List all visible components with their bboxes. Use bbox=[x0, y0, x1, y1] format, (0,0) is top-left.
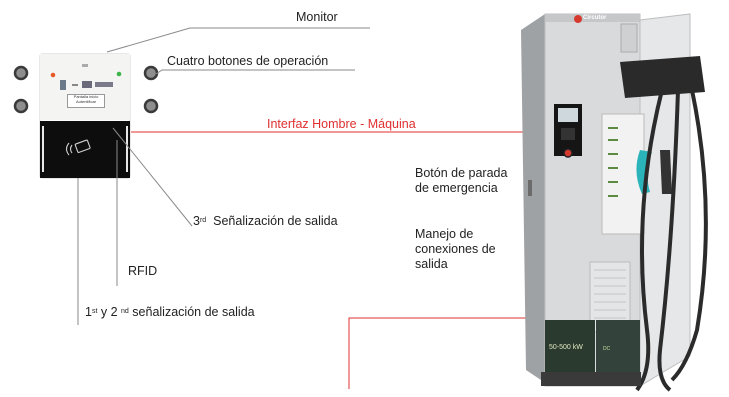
charger-cabinet bbox=[521, 13, 708, 392]
label-third-text: Señalización de salida bbox=[213, 214, 338, 228]
label-second-sup: nd bbox=[121, 308, 129, 315]
screen-charger-icon bbox=[60, 80, 66, 90]
label-third-sup: rd bbox=[199, 217, 207, 224]
leader-lines bbox=[77, 27, 658, 325]
hmi-panel-closeup bbox=[39, 53, 131, 179]
cable-arm bbox=[620, 56, 705, 98]
label-third-num: 3 bbox=[193, 214, 200, 228]
label-output-handling: Manejo de conexiones de salida bbox=[415, 227, 496, 271]
label-monitor: Monitor bbox=[296, 10, 338, 24]
leader-buttons bbox=[155, 69, 355, 75]
label-first-num: 1 bbox=[85, 305, 92, 319]
leader-third-signal bbox=[112, 127, 193, 227]
screen-status-green-icon bbox=[116, 71, 122, 77]
brand-name: Circutor bbox=[583, 15, 607, 21]
operation-button-bottom-right bbox=[143, 98, 159, 114]
cabinet-label-strip bbox=[545, 320, 595, 372]
charging-cables bbox=[635, 89, 708, 392]
label-third-signal: 3rd Señalización de salida bbox=[193, 214, 338, 229]
label-hmi: Interfaz Hombre - Máquina bbox=[267, 117, 416, 131]
label-operation-buttons: Cuatro botones de operación bbox=[167, 54, 329, 68]
led-strip-left bbox=[42, 126, 44, 172]
operation-button-bottom-left bbox=[13, 98, 29, 114]
power-rating: 50-500 kW bbox=[549, 344, 583, 351]
label-first-sup: st bbox=[91, 308, 98, 315]
leader-monitor bbox=[106, 27, 370, 53]
brand-logo-icon bbox=[574, 15, 582, 23]
screen-status-red-icon bbox=[50, 72, 56, 78]
operation-button-top-left bbox=[13, 65, 29, 81]
label-emergency-stop: Botón de parada de emergencia bbox=[415, 166, 508, 195]
chademo-connector-icon bbox=[660, 150, 672, 194]
model-badge: DC bbox=[603, 346, 611, 352]
label-first-second-signal: 1st y 2 nd señalización de salida bbox=[85, 305, 255, 320]
label-first-mid: y 2 bbox=[97, 305, 122, 319]
rfid-icon bbox=[65, 139, 91, 156]
emergency-stop-icon bbox=[563, 148, 573, 158]
hmi-screen-message: Pantalla inicio Autentificar bbox=[67, 94, 105, 108]
label-rfid: RFID bbox=[128, 264, 158, 278]
screen-car-icon bbox=[82, 81, 92, 88]
label-first-text: señalización de salida bbox=[128, 305, 255, 319]
operation-button-top-right bbox=[143, 65, 159, 81]
led-strip-right bbox=[126, 126, 128, 172]
